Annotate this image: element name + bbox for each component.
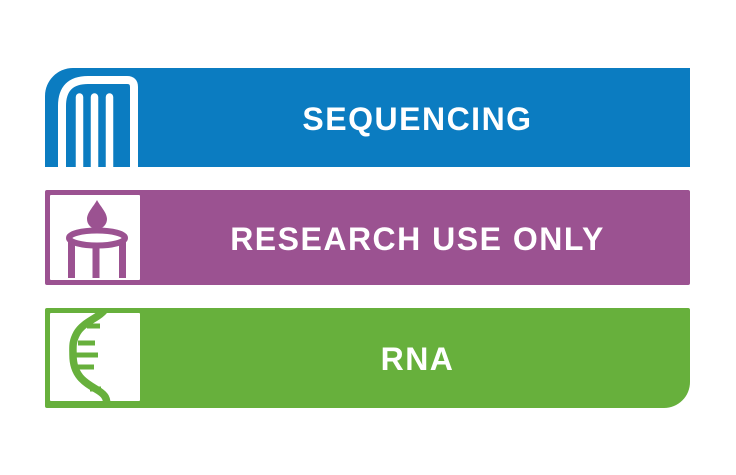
banner-sequencing-label: SEQUENCING: [302, 100, 533, 137]
sample-droplet-dish-icon: [66, 200, 128, 278]
banner-research-use-only: RESEARCH USE ONLY: [45, 190, 690, 285]
sequencing-gel-lanes-icon: [58, 76, 138, 167]
sequencing-label-zone: SEQUENCING: [145, 68, 690, 167]
banner-rna: RNA: [45, 308, 690, 408]
banner-sequencing: SEQUENCING: [45, 68, 690, 167]
rna-strand-icon: [69, 313, 111, 401]
ruo-icon-zone: [45, 190, 145, 285]
banner-research-use-only-label: RESEARCH USE ONLY: [230, 220, 605, 257]
sequencing-icon-zone: [45, 68, 145, 167]
rna-label-zone: RNA: [145, 308, 690, 408]
rna-icon-zone: [45, 308, 145, 408]
rna-icon-box: [50, 313, 140, 401]
ruo-label-zone: RESEARCH USE ONLY: [145, 190, 690, 285]
ruo-icon-box: [50, 195, 140, 280]
banner-rna-label: RNA: [380, 341, 455, 377]
